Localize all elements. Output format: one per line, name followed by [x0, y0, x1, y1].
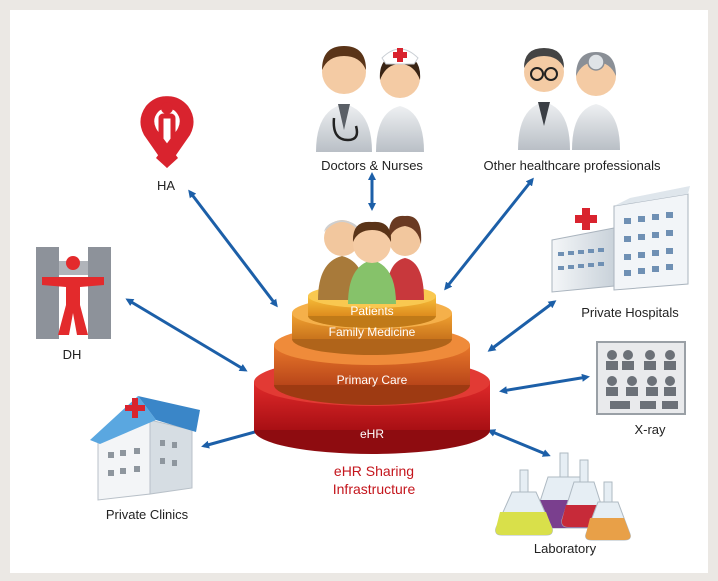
label-ha: HA — [156, 178, 176, 193]
patients-figures-icon — [318, 215, 424, 304]
other-professionals-icon — [518, 48, 620, 150]
label-xray: X-ray — [634, 422, 666, 437]
label-other-professionals: Other healthcare professionals — [483, 158, 661, 173]
arrow-other-pyramid — [444, 177, 534, 291]
laboratory-icon — [495, 452, 631, 541]
arrow-hospitals-pyramid — [487, 300, 557, 352]
private-hospitals-icon — [551, 186, 690, 293]
tier-label-primary-care: Primary Care — [337, 373, 408, 387]
tier-label-patients: Patients — [350, 304, 393, 318]
doctors-nurses-icon — [316, 46, 424, 152]
ha-logo-icon — [140, 96, 194, 168]
dh-logo-icon — [36, 247, 111, 339]
label-laboratory: Laboratory — [533, 541, 597, 556]
arrow-clinics-pyramid — [201, 427, 265, 449]
ehr-sharing-title-line1: eHR Sharing — [333, 463, 415, 479]
label-private-hospitals: Private Hospitals — [581, 305, 679, 320]
arrow-xray-pyramid — [499, 373, 590, 395]
label-private-clinics: Private Clinics — [105, 507, 189, 522]
private-clinics-icon — [90, 396, 200, 501]
arrow-lab-pyramid — [487, 429, 551, 457]
xray-icon — [596, 341, 686, 415]
arrow-ha-pyramid — [188, 189, 278, 308]
ehr-sharing-title-line2: Infrastructure — [332, 481, 416, 497]
tier-label-family-medicine: Family Medicine — [329, 325, 416, 339]
label-doctors-nurses: Doctors & Nurses — [321, 158, 423, 173]
tier-label-ehr: eHR — [360, 427, 384, 441]
arrow-dh-pyramid — [125, 298, 248, 372]
ehr-sharing-title: eHR Sharing Infrastructure — [333, 462, 415, 498]
label-dh: DH — [62, 347, 82, 362]
